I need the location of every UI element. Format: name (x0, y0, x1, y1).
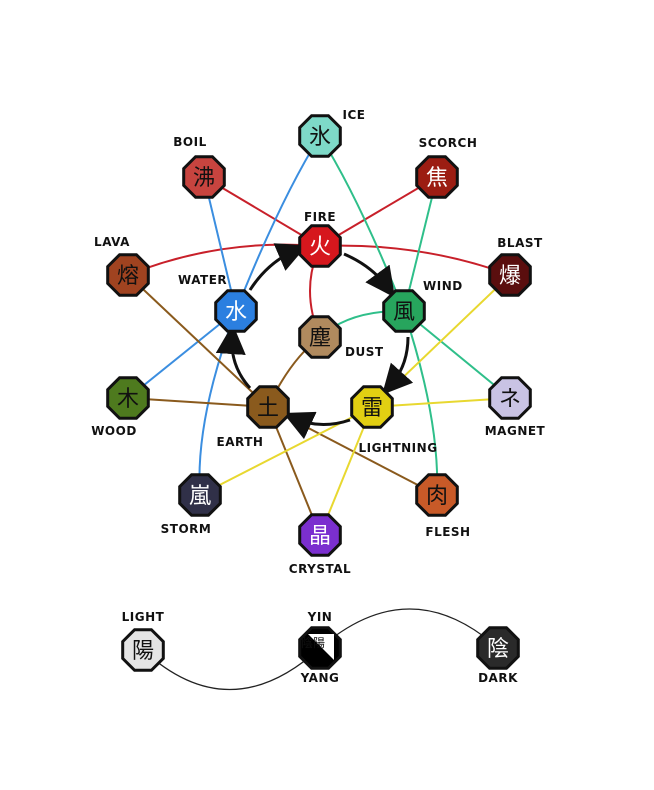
wind-kanji: 風 (393, 300, 415, 325)
boil-octagon (182, 155, 226, 199)
node-fire: 火 FIRE (298, 210, 342, 268)
node-crystal: 晶 CRYSTAL (289, 513, 351, 576)
yinyang-label-secondary: YANG (300, 671, 340, 685)
earth-kanji: 土 (257, 396, 279, 421)
ice-octagon (298, 114, 342, 158)
magnet-kanji: ネ (499, 387, 521, 412)
node-boil: 沸 BOIL (173, 135, 226, 199)
lava-octagon (106, 253, 150, 297)
flesh-octagon (415, 473, 459, 517)
scorch-octagon (415, 155, 459, 199)
node-earth: 土 EARTH (217, 385, 290, 449)
node-dust: 塵 DUST (298, 315, 384, 359)
connector-earth-lava (127, 274, 269, 408)
storm-octagon (178, 473, 222, 517)
node-wind: 風 WIND (382, 279, 463, 333)
yinyang-light-half (308, 634, 334, 660)
blast-kanji: 爆 (499, 264, 521, 289)
crystal-octagon (298, 513, 342, 557)
light-kanji: 陽 (132, 639, 154, 664)
dust-kanji: 塵 (309, 326, 331, 351)
wood-octagon (106, 376, 150, 420)
connector-wind-magnet (403, 310, 511, 399)
arrow-wind-to-lightning (381, 336, 414, 395)
water-kanji: 水 (225, 300, 247, 325)
node-dark: 陰 DARK (476, 626, 520, 685)
ice-label: ICE (343, 108, 366, 122)
light-octagon (121, 628, 165, 672)
arrow-fire-to-wind (343, 252, 396, 298)
node-lava: 熔 LAVA (94, 235, 150, 297)
wood-label: WOOD (91, 424, 137, 438)
node-blast: 爆 BLAST (488, 236, 543, 297)
wind-label: WIND (423, 279, 463, 293)
magnet-octagon (488, 376, 532, 420)
connector-fire-boil (203, 176, 321, 247)
scorch-label: SCORCH (419, 136, 478, 150)
crystal-kanji: 晶 (309, 524, 331, 549)
node-yinyang: 陰陽 YIN YANG (298, 610, 342, 685)
yinyang-label: YIN (307, 610, 333, 624)
arrow-water-to-fire (248, 243, 308, 291)
earth-octagon (246, 385, 290, 429)
cycle-arrows (215, 243, 414, 440)
boil-kanji: 沸 (193, 166, 215, 191)
crystal-label: CRYSTAL (289, 562, 351, 576)
connector-water-boil (203, 176, 237, 312)
dust-label: DUST (345, 345, 384, 359)
node-scorch: 焦 SCORCH (415, 136, 478, 199)
node-water: 水 WATER (178, 273, 258, 333)
light-label: LIGHT (122, 610, 165, 624)
lightning-label: LIGHTNING (358, 441, 437, 455)
storm-label: STORM (161, 522, 212, 536)
connector-earth-wood (127, 397, 269, 408)
connector-yinyang-dark (319, 608, 499, 649)
dark-octagon (476, 626, 520, 670)
nature-nodes: 氷ICE沸BOIL焦SCORCH火FIRE熔LAVA爆BLAST水WATER風W… (91, 108, 545, 685)
connector-fire-scorch (319, 176, 438, 247)
flesh-label: FLESH (425, 525, 470, 539)
connector-lightning-magnet (371, 397, 511, 408)
lightning-octagon (350, 385, 394, 429)
lava-label: LAVA (94, 235, 130, 249)
dark-label: DARK (478, 671, 518, 685)
node-light: 陽 LIGHT (121, 610, 165, 672)
node-lightning: 雷 LIGHTNING (350, 385, 437, 455)
connector-wind-scorch (403, 176, 438, 312)
fire-octagon (298, 224, 342, 268)
node-wood: 木 WOOD (91, 376, 150, 438)
storm-kanji: 嵐 (189, 484, 211, 509)
blast-octagon (488, 253, 532, 297)
water-octagon (214, 289, 258, 333)
ice-kanji: 氷 (309, 125, 331, 150)
fire-kanji: 火 (309, 235, 331, 260)
yinyang-kanji-yin: 陰陽 (301, 636, 325, 650)
earth-label: EARTH (217, 435, 264, 449)
flesh-kanji: 肉 (426, 484, 448, 509)
node-flesh: 肉 FLESH (415, 473, 470, 539)
lava-kanji: 熔 (117, 264, 139, 289)
node-magnet: ネ MAGNET (485, 376, 546, 438)
wind-octagon (382, 289, 426, 333)
scorch-kanji: 焦 (426, 166, 448, 191)
blast-label: BLAST (497, 236, 543, 250)
wood-kanji: 木 (117, 387, 139, 412)
magnet-label: MAGNET (485, 424, 546, 438)
connector-fire-blast (319, 244, 511, 276)
arrow-earth-to-water (215, 324, 252, 390)
node-ice: 氷 ICE (298, 108, 366, 158)
lightning-kanji: 雷 (361, 396, 383, 421)
arrow-lightning-to-earth (283, 411, 351, 440)
dark-kanji: 陰 (487, 637, 509, 662)
water-label: WATER (178, 273, 227, 287)
dust-octagon (298, 315, 342, 359)
node-storm: 嵐 STORM (161, 473, 222, 536)
fire-label: FIRE (304, 210, 336, 224)
boil-label: BOIL (173, 135, 206, 149)
connector-light-yinyang (142, 647, 321, 690)
